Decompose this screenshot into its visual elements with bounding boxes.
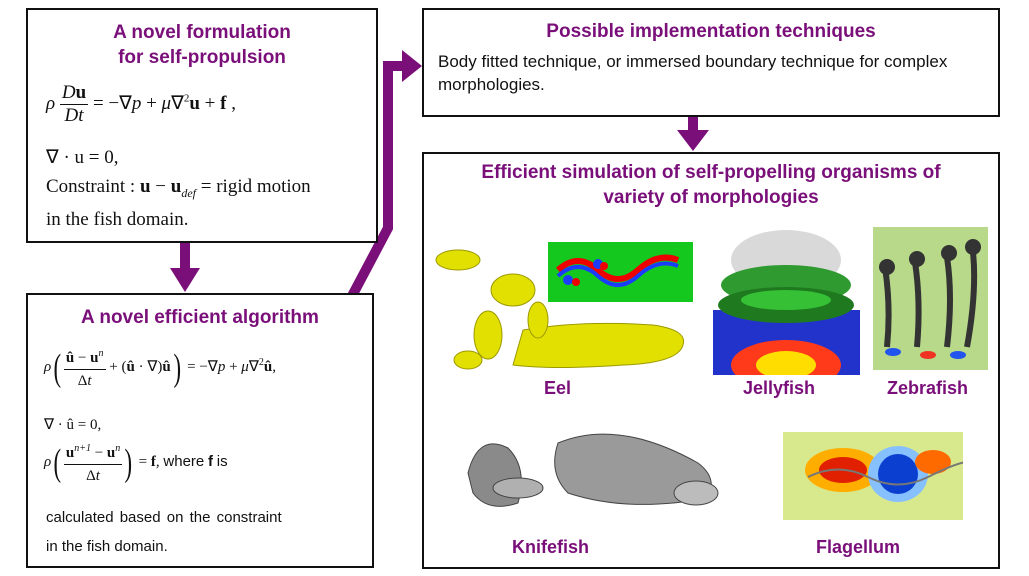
algorithm-line5: calculated based on the constraint xyxy=(46,509,282,526)
arrow-down-right-head xyxy=(677,130,709,151)
label-zebrafish: Zebrafish xyxy=(887,378,969,398)
arrow-bent-head xyxy=(402,50,422,82)
is-text: is xyxy=(216,452,228,470)
f-text: f xyxy=(208,452,213,470)
formulation-title: A novel formulation for self-propulsion xyxy=(28,20,376,70)
algorithm-line6: in the fish domain. xyxy=(46,538,168,555)
arrow-down-left-shaft xyxy=(180,241,190,269)
arrow-bent-line xyxy=(347,61,406,299)
label-eel: Eel xyxy=(544,378,572,398)
implementation-body: Body fitted technique, or immersed bound… xyxy=(438,52,948,94)
constraint-rest: = rigid motion xyxy=(200,176,311,197)
implementation-box: Possible implementation techniques Body … xyxy=(422,8,1000,117)
zebrafish-image xyxy=(873,227,988,370)
label-jellyfish: Jellyfish xyxy=(743,378,816,398)
continuity-equation: ∇ · u = 0, xyxy=(46,147,119,168)
formulation-title-line1: A novel formulation xyxy=(113,22,291,43)
label-knifefish: Knifefish xyxy=(512,537,590,557)
label-flagellum: Flagellum xyxy=(816,537,901,557)
simulation-title-line1: Efficient simulation of self-propelling … xyxy=(481,162,941,183)
constraint-domain: in the fish domain. xyxy=(46,209,189,230)
discrete-continuity-equation: ∇ · û = 0, xyxy=(44,417,102,433)
flagellum-image xyxy=(783,432,963,520)
eel-image xyxy=(435,242,693,370)
algorithm-title: A novel efficient algorithm xyxy=(81,307,319,328)
implementation-title: Possible implementation techniques xyxy=(546,21,876,42)
arrow-down-right-shaft xyxy=(688,117,698,132)
jellyfish-image xyxy=(713,230,860,375)
formulation-title-line2: for self-propulsion xyxy=(118,47,286,68)
formulation-box: A novel formulation for self-propulsion … xyxy=(26,8,378,243)
where-text: where xyxy=(163,452,205,470)
constraint-label: Constraint : xyxy=(46,176,136,197)
simulation-title: Efficient simulation of self-propelling … xyxy=(424,160,998,210)
constraint-equation: Constraint : u − udef = rigid motion xyxy=(46,176,311,200)
arrow-down-left-head xyxy=(170,268,200,292)
knifefish-image xyxy=(467,433,719,507)
simulation-title-line2: variety of morphologies xyxy=(603,187,819,208)
